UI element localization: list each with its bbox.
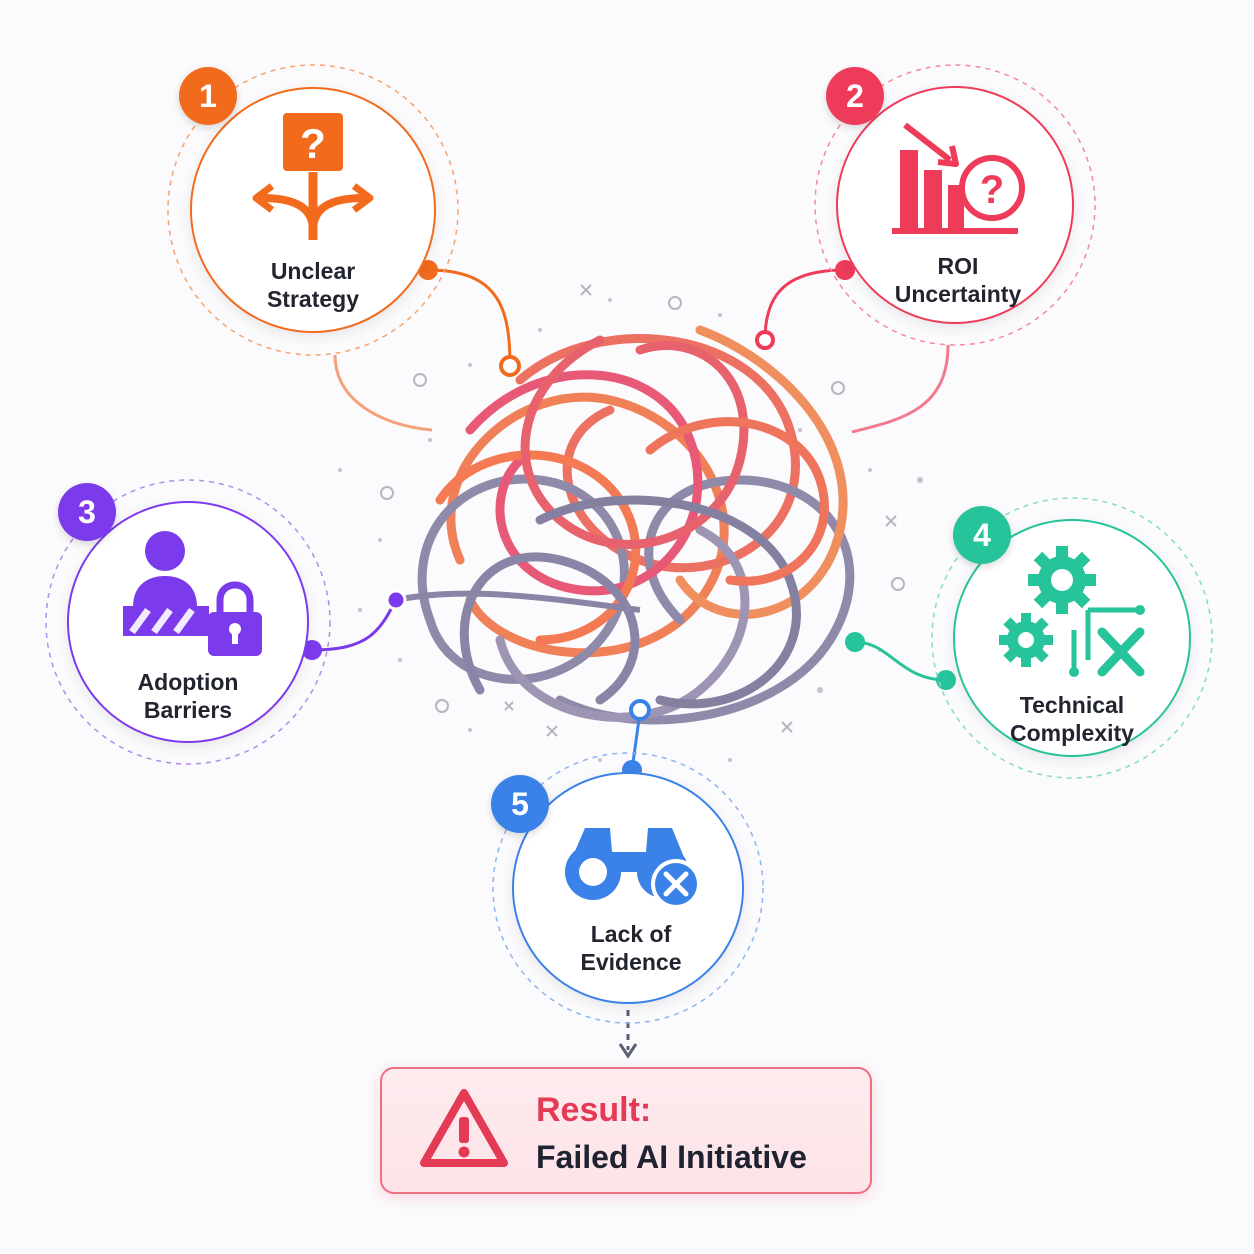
label-line-2: Evidence — [580, 949, 682, 975]
tangled-problem-ball — [417, 325, 855, 725]
label-line-1: ROI — [937, 253, 979, 279]
connectors — [311, 268, 950, 1059]
label-line-2: Uncertainty — [894, 281, 1022, 307]
person-barrier-lock-icon — [123, 531, 262, 656]
badge-2: 2 — [826, 67, 884, 125]
result-box: Result: Failed AI Initiative — [380, 1067, 872, 1194]
label-line-1: Lack of — [590, 921, 672, 947]
node-unclear-strategy: ? — [167, 64, 459, 356]
label-adoption-barriers: Adoption Barriers — [88, 668, 288, 724]
badge-1: 1 — [179, 67, 237, 125]
node-lack-of-evidence — [492, 752, 764, 1024]
node-technical-complexity — [931, 497, 1213, 779]
binoculars-x-icon — [565, 828, 701, 909]
node-adoption-barriers — [45, 479, 331, 765]
result-text: Failed AI Initiative — [536, 1139, 807, 1175]
label-line-1: Technical — [1019, 692, 1125, 718]
badge-5: 5 — [491, 775, 549, 833]
label-lack-of-evidence: Lack of Evidence — [531, 920, 731, 976]
particles — [380, 284, 905, 737]
gears-circuit-x-icon — [999, 546, 1145, 677]
question-branch-icon: ? — [252, 113, 374, 240]
label-line-1: Adoption — [137, 669, 239, 695]
label-line-2: Complexity — [1010, 720, 1134, 746]
label-line-2: Strategy — [266, 286, 360, 312]
warning-triangle-icon — [420, 1089, 508, 1167]
svg-text:?: ? — [300, 120, 326, 167]
node-roi-uncertainty: ? — [814, 64, 1096, 346]
badge-4: 4 — [953, 506, 1011, 564]
label-line-2: Barriers — [143, 697, 233, 723]
label-roi-uncertainty: ROI Uncertainty — [858, 252, 1058, 308]
label-technical-complexity: Technical Complexity — [972, 691, 1172, 747]
label-line-1: Unclear — [270, 258, 356, 284]
result-title: Result: — [536, 1091, 652, 1129]
svg-text:?: ? — [980, 168, 1004, 212]
label-unclear-strategy: Unclear Strategy — [213, 257, 413, 313]
badge-3: 3 — [58, 483, 116, 541]
declining-chart-question-icon: ? — [892, 122, 1025, 234]
